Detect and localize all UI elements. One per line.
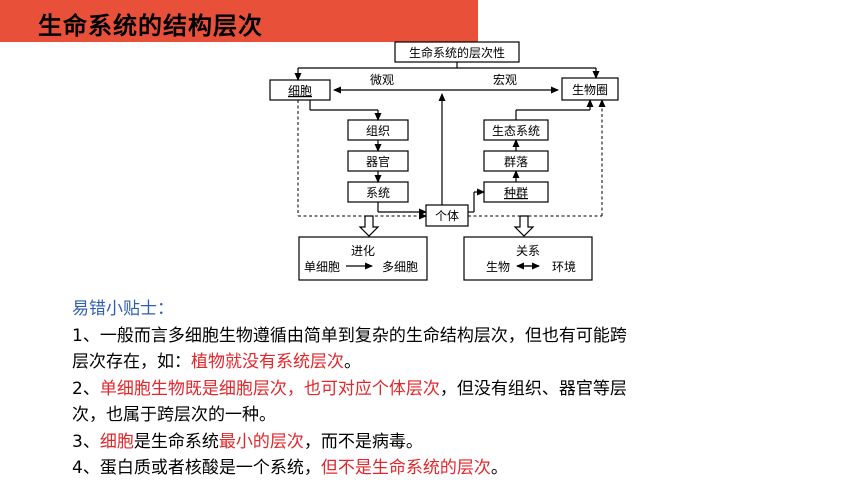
tips-heading: 易错小贴士： xyxy=(72,299,174,319)
unicellular-label: 单细胞 xyxy=(304,260,340,274)
macro-label: 宏观 xyxy=(493,72,517,87)
tip-1-line-1: 1、一般而言多细胞生物遵循由简单到复杂的生命结构层次，但也有可能跨 xyxy=(72,323,852,350)
tip-4-text: 4、蛋白质或者核酸是一个系统， xyxy=(72,458,321,478)
individual-label: 个体 xyxy=(435,209,459,223)
organ-label: 器官 xyxy=(366,154,390,169)
tips-section: 易错小贴士： 1、一般而言多细胞生物遵循由简单到复杂的生命结构层次，但也有可能跨… xyxy=(72,296,852,482)
evolution-label: 进化 xyxy=(351,244,375,258)
tip-2-text: ，但没有组织、器官等层 xyxy=(439,378,627,399)
population-label: 种群 xyxy=(504,186,528,200)
tip-2-text-b: 次，也属于跨层次的一种。 xyxy=(72,405,276,425)
tip-3-text-a: 是生命系统 xyxy=(133,431,219,452)
tip-1-text-b: 层次存在，如： xyxy=(72,352,191,372)
biosphere-label: 生物圈 xyxy=(572,83,608,97)
cell-label: 细胞 xyxy=(288,84,312,98)
organism-label: 生物 xyxy=(486,260,510,274)
tip-4-highlight: 但不是生命系统的层次 xyxy=(320,458,491,478)
tip-1-line-2: 层次存在，如：植物就没有系统层次。 xyxy=(72,349,852,376)
ecosystem-label: 生态系统 xyxy=(492,124,540,138)
micro-label: 微观 xyxy=(370,73,394,87)
tip-1-text: 1、一般而言多细胞生物遵循由简单到复杂的生命结构层次，但也有可能跨 xyxy=(72,325,627,346)
tip-2-line-1: 2、单细胞生物既是细胞层次，也可对应个体层次，但没有组织、器官等层 xyxy=(72,376,852,403)
title-bar xyxy=(0,0,478,42)
tip-2-num: 2、 xyxy=(72,378,100,399)
tip-3-highlight-a: 细胞 xyxy=(99,431,134,452)
tip-4-line: 4、蛋白质或者核酸是一个系统，但不是生命系统的层次。 xyxy=(72,455,852,482)
tip-3-highlight-b: 最小的层次 xyxy=(218,431,304,452)
tip-3-line: 3、细胞是生命系统最小的层次，而不是病毒。 xyxy=(72,429,852,456)
tip-3-text-b: ，而不是病毒。 xyxy=(303,431,423,452)
tip-1-highlight: 植物就没有系统层次 xyxy=(191,352,344,372)
multicellular-label: 多细胞 xyxy=(382,260,418,274)
tip-2-line-2: 次，也属于跨层次的一种。 xyxy=(72,402,852,429)
page-title: 生命系统的结构层次 xyxy=(38,12,263,40)
tissue-label: 组织 xyxy=(366,124,390,138)
tip-3-num: 3、 xyxy=(72,431,100,452)
tip-2-highlight: 单细胞生物既是细胞层次，也可对应个体层次 xyxy=(99,378,440,399)
tip-4-end: 。 xyxy=(490,458,508,478)
tip-1-end: 。 xyxy=(344,352,361,372)
relation-label: 关系 xyxy=(516,244,540,258)
environment-label: 环境 xyxy=(552,259,576,274)
community-label: 群落 xyxy=(504,155,528,169)
system-label: 系统 xyxy=(366,186,390,200)
evolution-box xyxy=(298,236,428,281)
top-label: 生命系统的层次性 xyxy=(409,45,505,60)
relation-box xyxy=(463,236,593,281)
